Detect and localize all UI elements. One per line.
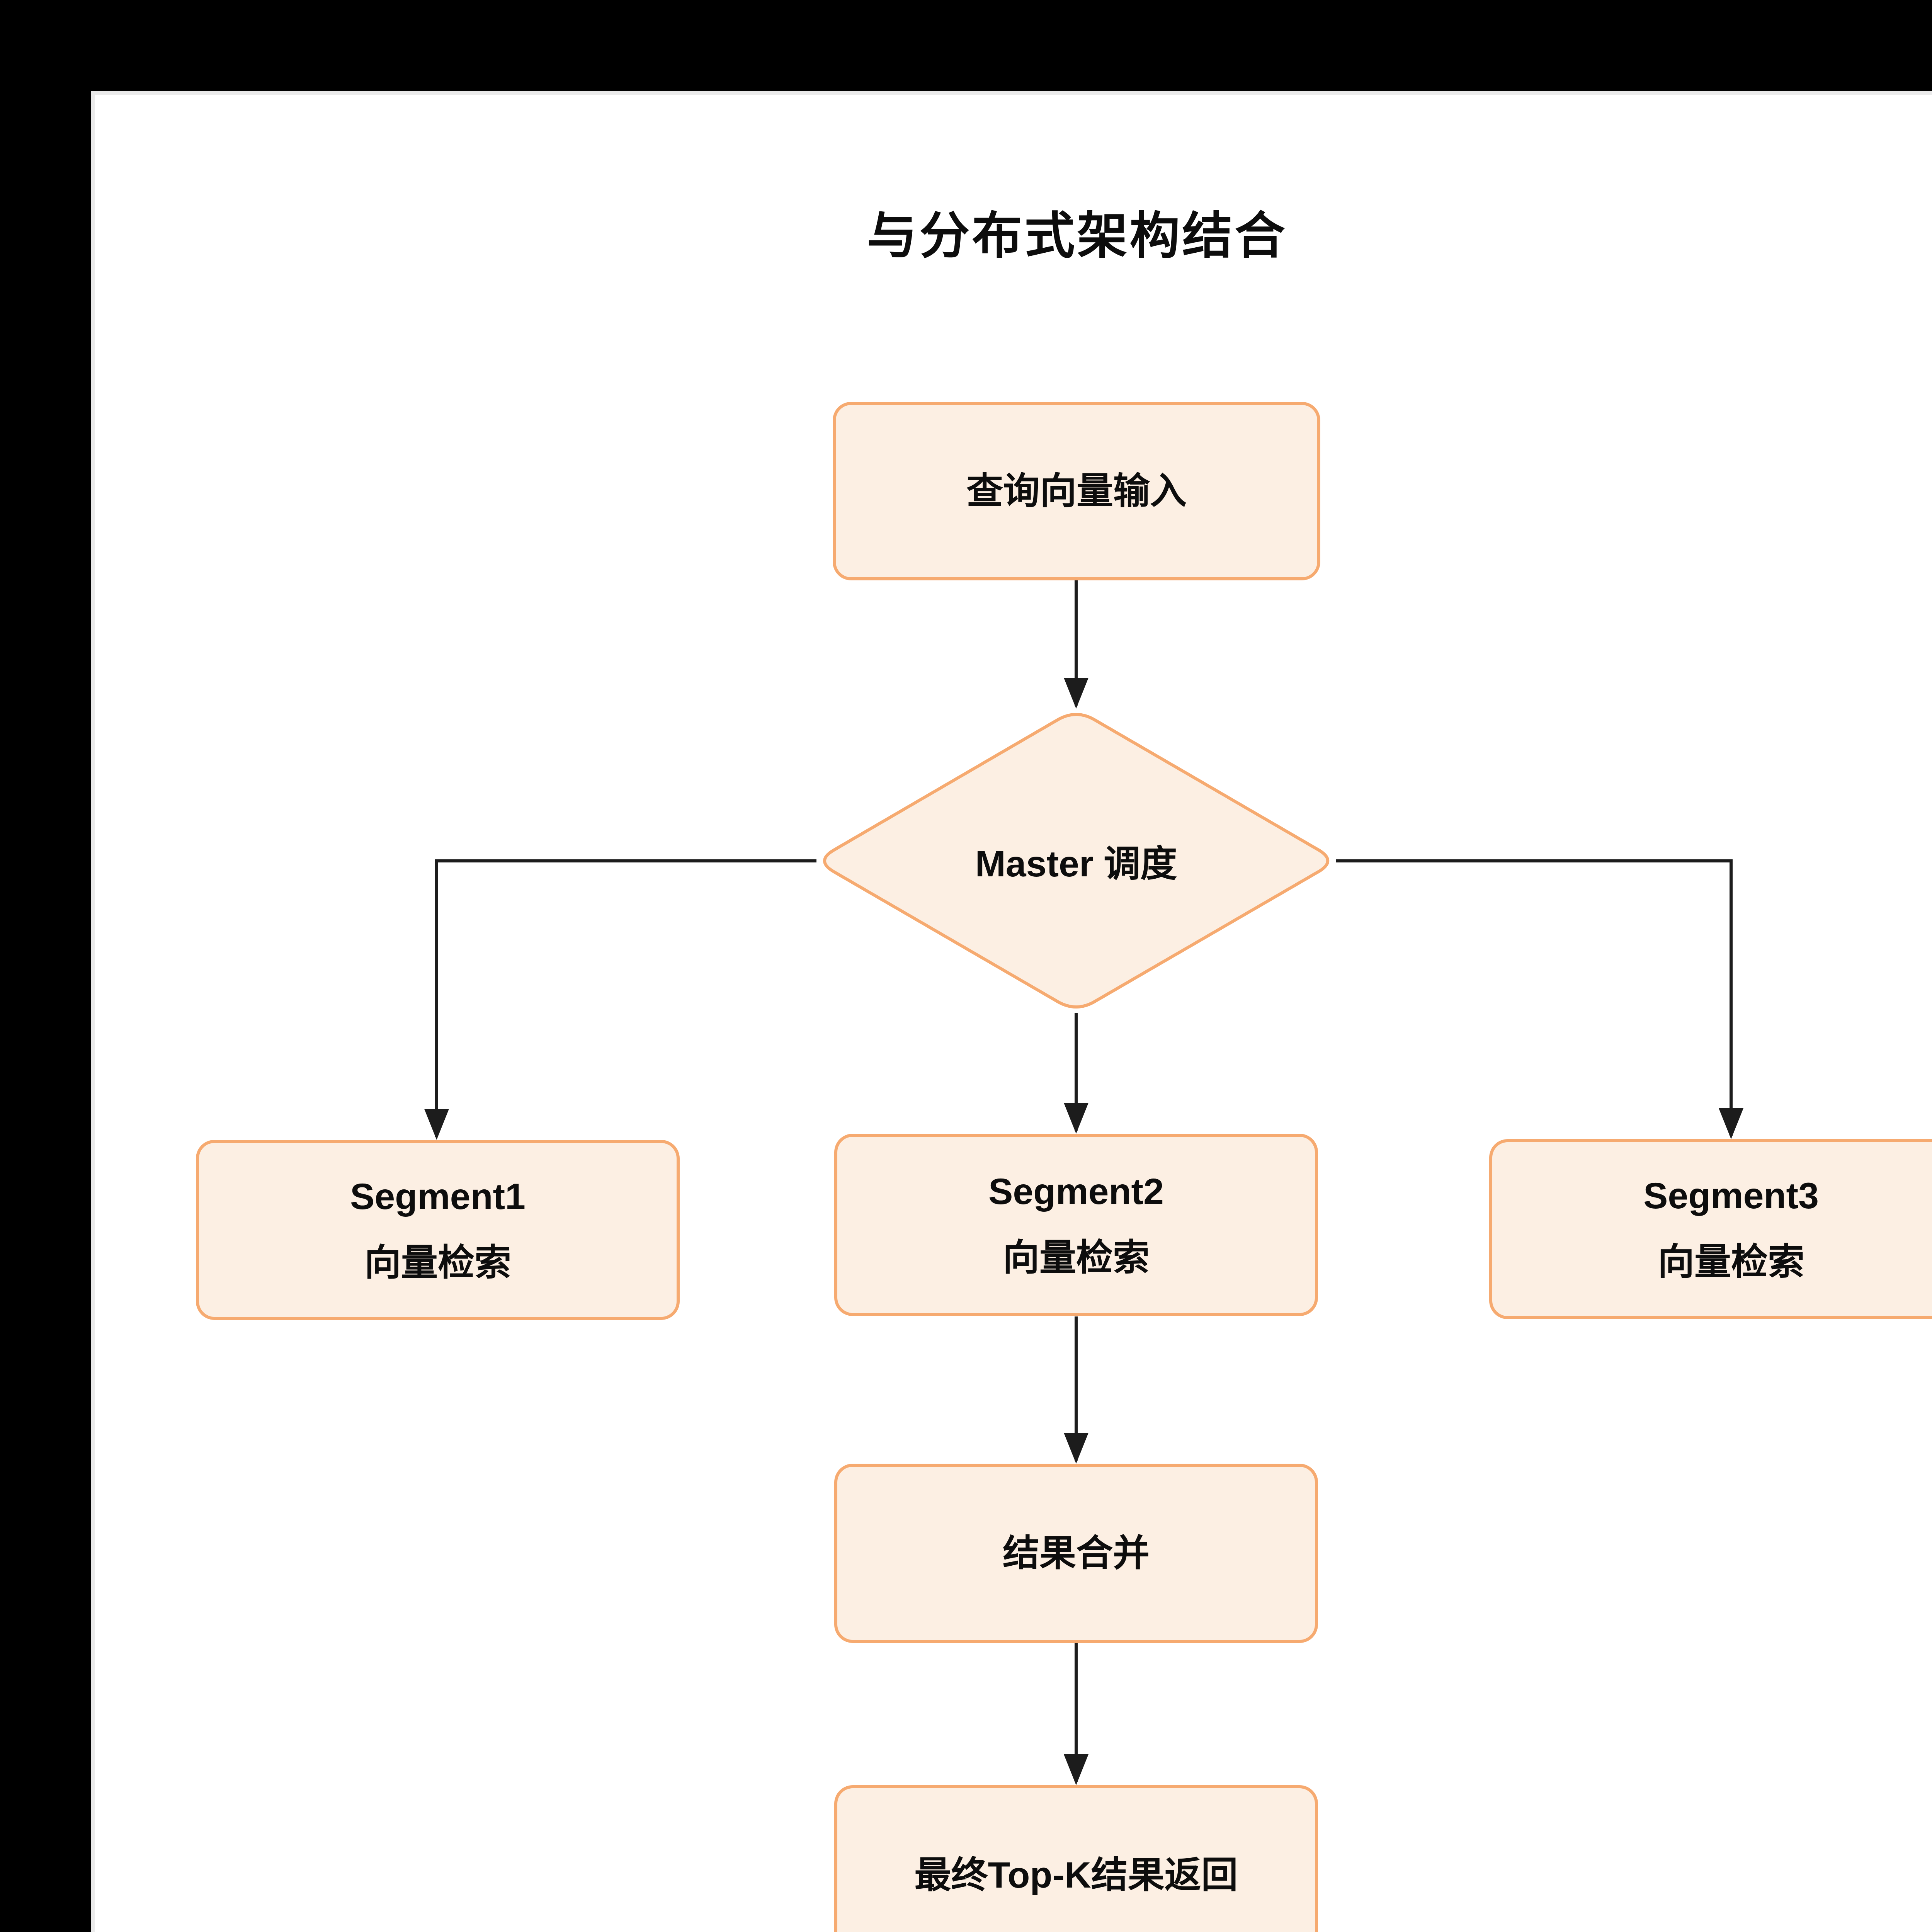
node-segment1-subtitle: 向量检索 (364, 1242, 511, 1283)
node-query-input-label: 查询向量输入 (966, 470, 1187, 512)
node-segment1-title: Segment1 (350, 1176, 526, 1217)
node-final: 最终Top-K结果返回 (834, 1785, 1318, 1932)
node-merge: 结果合并 (834, 1464, 1318, 1643)
node-segment3: Segment3 向量检索 (1489, 1139, 1932, 1319)
node-master-label: Master 调度 (975, 844, 1177, 884)
node-segment2: Segment2 向量检索 (834, 1134, 1318, 1316)
node-segment3-subtitle: 向量检索 (1657, 1242, 1804, 1282)
node-segment1: Segment1 向量检索 (196, 1140, 680, 1320)
node-segment2-title: Segment2 (988, 1171, 1164, 1212)
node-merge-label: 结果合并 (1002, 1532, 1150, 1574)
diagram-canvas (95, 95, 1932, 1932)
node-final-label: 最终Top-K结果返回 (914, 1854, 1238, 1896)
node-query-input: 查询向量输入 (833, 402, 1320, 580)
diagram-title: 与分布式架构结合 (867, 207, 1287, 264)
node-segment3-title: Segment3 (1643, 1175, 1819, 1216)
node-segment2-subtitle: 向量检索 (1002, 1237, 1150, 1278)
